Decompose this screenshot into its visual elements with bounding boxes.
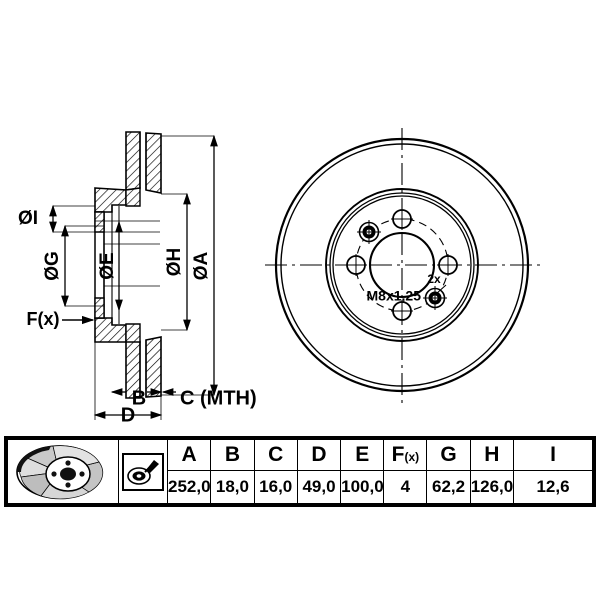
table-value-C: 16,0 — [253, 470, 298, 504]
dimension-Fx: F(x) — [27, 309, 95, 329]
mounting-tool-icon — [122, 452, 164, 491]
table-header-H: H — [469, 439, 515, 471]
dimension-B: B — [110, 385, 163, 409]
table-value-D: 49,0 — [296, 470, 342, 504]
table-header-D: D — [296, 439, 342, 471]
table-value-G: 62,2 — [426, 470, 471, 504]
table-header-row: A B C D E F(x) G H I — [7, 439, 593, 504]
dimension-H: ØH — [161, 192, 191, 332]
thread-spec-label: M8x1,25 — [367, 288, 422, 304]
table-value-B: 18,0 — [210, 470, 255, 504]
thread-callout-leader — [435, 284, 447, 295]
thread-count-label: 2x — [427, 272, 441, 286]
brake-disc-photo — [16, 444, 104, 499]
disc-with-tool-icon — [127, 459, 159, 485]
bolt-hole-left — [345, 254, 367, 276]
tool-icon-cell — [118, 439, 168, 504]
dimension-label-B: B — [132, 387, 146, 409]
table-header-C: C — [253, 439, 298, 471]
disc-bell-upper — [94, 187, 141, 213]
table-header-F-subscript: (x) — [404, 450, 420, 464]
table-value-row: 252,0 18,0 16,0 49,0 100,0 4 62,2 126,0 … — [8, 470, 593, 504]
cross-section-view: ØI ØG ØE ØH — [18, 131, 257, 426]
table-header-F-letter: F — [391, 443, 405, 466]
dimension-label-I: ØI — [18, 208, 38, 229]
dimension-label-D: D — [121, 404, 135, 426]
table-value-H: 126,0 — [469, 470, 515, 504]
dimension-C: C (MTH) — [161, 387, 257, 409]
hub-mounting-face — [94, 211, 105, 319]
disc-outer-edge — [274, 137, 530, 393]
table-value-E: 100,0 — [340, 470, 385, 504]
dimension-I: ØI — [18, 204, 95, 234]
table-header-A: A — [166, 439, 212, 471]
wheel-bolt-holes — [345, 208, 459, 322]
bolt-hole-top — [391, 208, 413, 230]
friction-band-inner-edge — [325, 188, 479, 342]
threaded-holes — [357, 220, 447, 310]
table-header-G: G — [426, 439, 471, 471]
friction-ring-lower — [125, 336, 162, 399]
front-face-view: 2x M8x1,25 — [265, 128, 540, 403]
dimension-E: ØE — [97, 220, 123, 312]
dimension-label-Fx: F(x) — [27, 309, 60, 329]
table-value-A: 252,0 — [166, 470, 212, 504]
table-header-B: B — [210, 439, 255, 471]
table-value-F: 4 — [383, 470, 428, 504]
table-value-I: 12,6 — [513, 470, 593, 504]
table-header-F: F(x) — [383, 439, 428, 471]
disc-bell-lower — [94, 317, 141, 343]
disc-outer-chamfer — [280, 143, 524, 387]
product-image-cell — [7, 439, 119, 504]
dimension-label-A: ØA — [191, 251, 212, 280]
dimension-label-E: ØE — [97, 252, 118, 279]
hub-ring-outer — [329, 192, 475, 338]
bolt-hole-right — [437, 254, 459, 276]
specification-table: A B C D E F(x) G H I 252,0 18,0 16,0 49,… — [4, 436, 596, 507]
dimension-A: ØA — [161, 134, 218, 397]
table-header-E: E — [340, 439, 385, 471]
dimension-label-C: C (MTH) — [180, 387, 257, 409]
bore-reference-lines — [95, 220, 160, 287]
friction-ring-upper — [125, 131, 162, 194]
threaded-hole-lower-right — [423, 286, 447, 310]
dimension-D: D — [93, 342, 163, 426]
dimension-label-G: ØG — [42, 251, 63, 281]
bolt-hole-bottom — [391, 300, 413, 322]
center-bore — [368, 231, 436, 299]
threaded-hole-upper-left — [357, 220, 381, 244]
dimension-G: ØG — [42, 224, 104, 308]
table-header-I: I — [513, 439, 593, 471]
hub-ring-mid — [332, 195, 472, 335]
dimension-label-H: ØH — [164, 248, 185, 277]
